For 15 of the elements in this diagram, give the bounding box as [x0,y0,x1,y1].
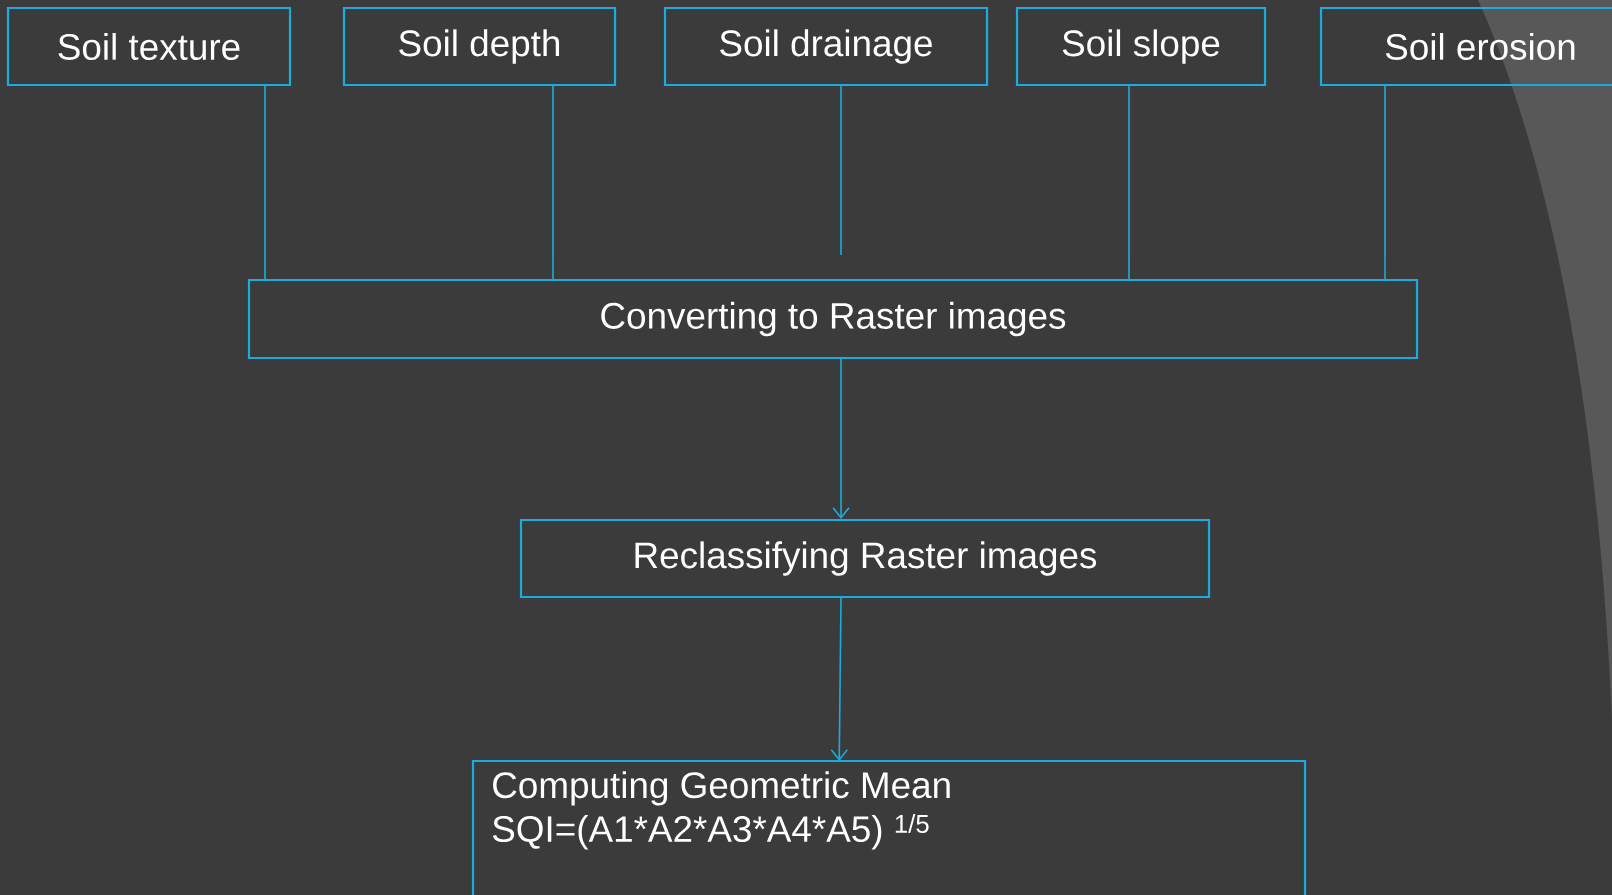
process-box: Soil drainage [663,6,989,87]
connector-line [1128,85,1130,280]
process-box: Soil texture [6,6,292,87]
process-box: Soil erosion [1319,6,1612,87]
process-box: Reclassifying Raster images [519,518,1211,599]
connector-line [832,358,850,519]
process-box: Converting to Raster images [247,278,1419,360]
connector-line [830,597,849,761]
process-box: Soil depth [342,6,617,87]
connector-line [264,85,266,280]
process-box: Soil slope [1015,6,1267,87]
connector-line [552,85,554,280]
connector-line [840,85,842,256]
connector-line [1384,85,1386,280]
process-box: Computing Geometric Mean SQI=(A1*A2*A3*A4*A5) $^{1/5}$ [471,759,1307,895]
